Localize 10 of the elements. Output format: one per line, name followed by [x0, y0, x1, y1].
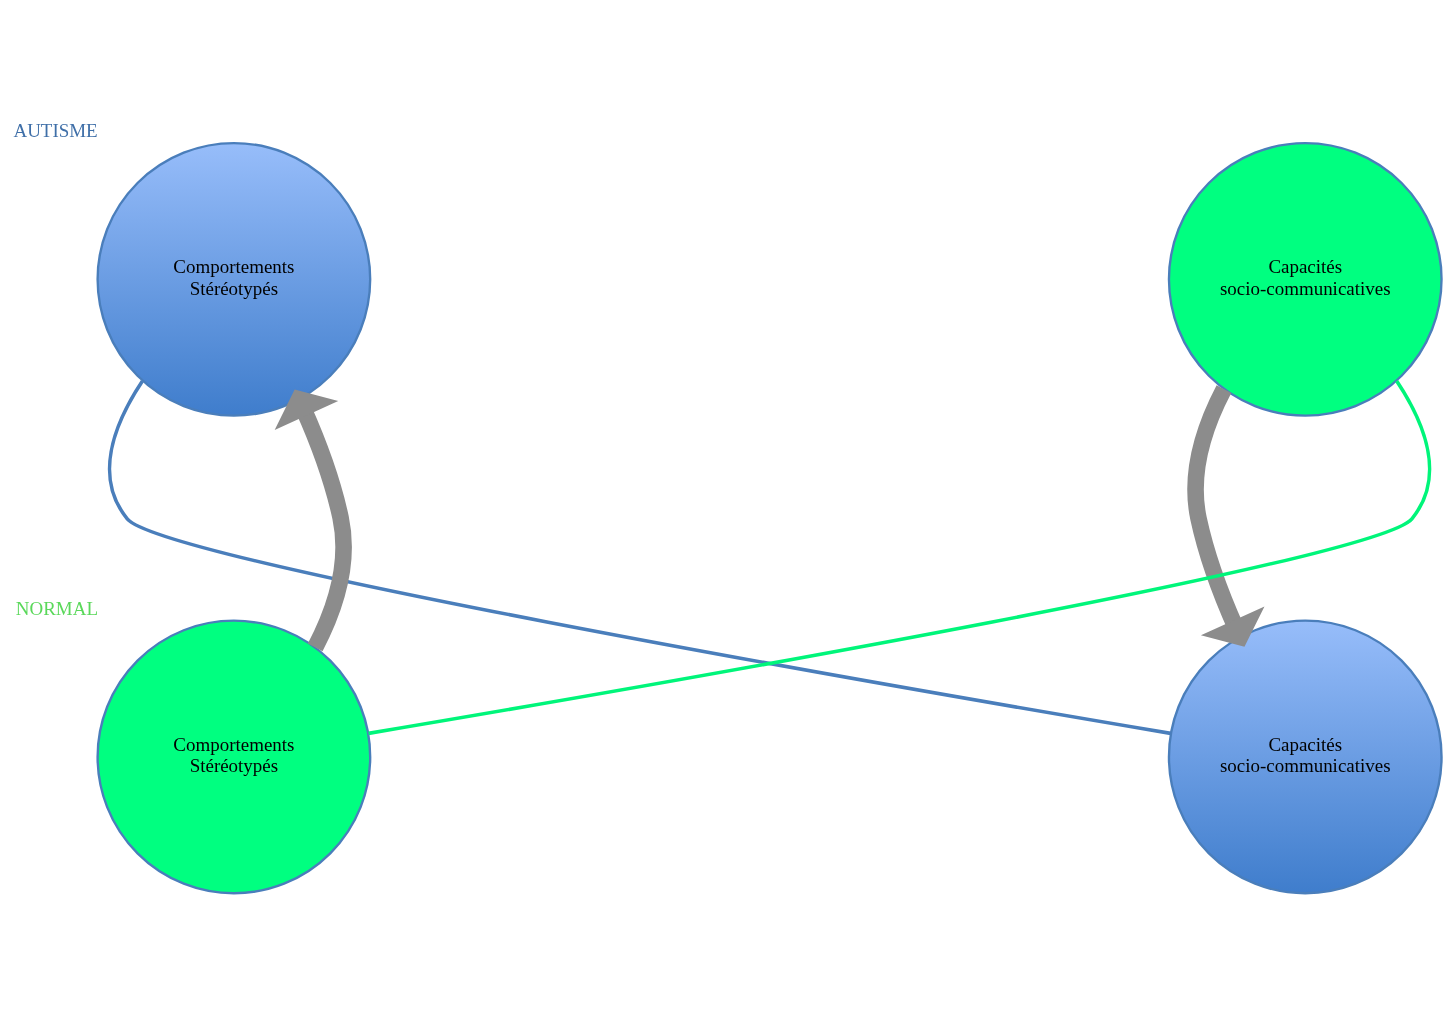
connector: [368, 379, 1432, 735]
node-circle: Comportements Stéréotypés: [96, 619, 372, 894]
node-label: NORMAL: [15, 597, 98, 619]
node-circle: Comportements Stéréotypés: [96, 141, 372, 417]
arrow: [274, 389, 352, 651]
arrow: [1187, 384, 1265, 647]
node-label: AUTISME: [13, 119, 98, 141]
node-circle: Capacités socio-communicatives: [1167, 619, 1443, 894]
connector: [108, 379, 1171, 735]
node-circle: Capacités socio-communicatives: [1167, 141, 1443, 417]
